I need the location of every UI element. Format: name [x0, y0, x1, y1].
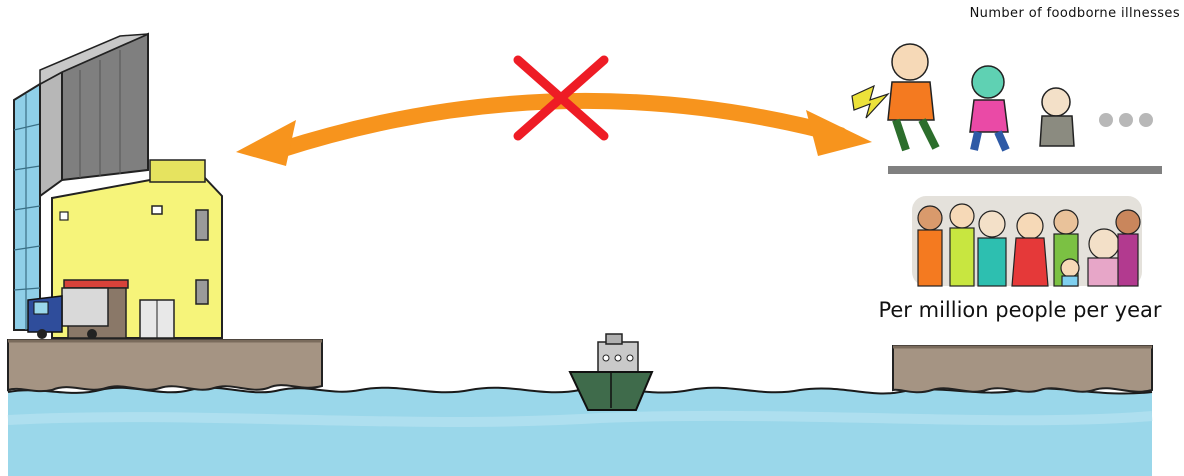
left-pier [8, 340, 322, 391]
sea [8, 388, 1152, 476]
sick-people-figures [852, 44, 1074, 150]
factory-buildings [14, 34, 222, 339]
crowd-figures [912, 196, 1142, 286]
denominator-label: Per million people per year [860, 298, 1180, 322]
ellipsis-dots [1099, 113, 1153, 127]
fraction-bar [888, 166, 1162, 174]
double-arrow [236, 101, 872, 166]
numerator-label: Number of foodborne illnesses [860, 6, 1180, 21]
right-pier [893, 346, 1152, 392]
boat [570, 334, 652, 410]
